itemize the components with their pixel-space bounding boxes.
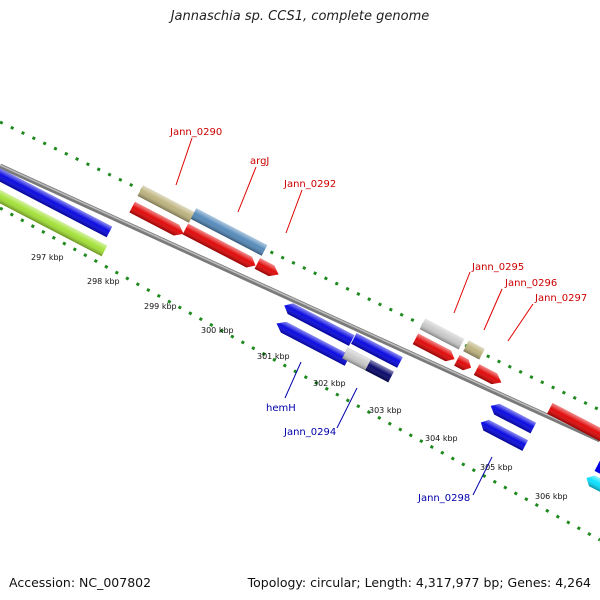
gene-cyan-right[interactable] <box>584 473 600 499</box>
forward-gene-labels: Jann_0290 argJ Jann_0292 Jann_0295 Jann_… <box>169 127 587 342</box>
kbp-label: 300 kbp <box>201 326 234 335</box>
gene-jann-0298[interactable] <box>478 417 528 451</box>
leader-line <box>472 456 493 496</box>
gene-jann-0294[interactable] <box>342 347 394 383</box>
gene-red-4[interactable] <box>454 354 474 373</box>
leader-line <box>453 271 471 314</box>
gene-label-hemh[interactable]: hemH <box>266 403 296 414</box>
leader-line <box>237 166 257 213</box>
genome-backbone <box>0 163 600 443</box>
reverse-gene-labels: hemH Jann_0294 Jann_0298 <box>266 361 493 504</box>
kbp-labels: 297 kbp 298 kbp 299 kbp 300 kbp 301 kbp … <box>31 253 568 501</box>
leader-line <box>284 361 302 399</box>
gene-red-1[interactable] <box>129 201 186 239</box>
gene-label-argj[interactable]: argJ <box>250 156 269 167</box>
leader-line <box>175 137 193 186</box>
gene-red-3[interactable] <box>412 333 458 365</box>
gene-jann-0290[interactable] <box>137 185 195 223</box>
gene-blue-3[interactable] <box>488 401 537 434</box>
leader-line <box>336 387 358 429</box>
inner-tick-track <box>0 206 600 542</box>
gene-label-jann-0295[interactable]: Jann_0295 <box>471 262 524 273</box>
genome-backbone-highlight <box>0 164 600 440</box>
kbp-label: 297 kbp <box>31 253 64 262</box>
gene-lime-left[interactable] <box>0 180 108 257</box>
gene-label-jann-0292[interactable]: Jann_0292 <box>283 179 336 190</box>
forward-features <box>129 185 600 448</box>
gene-blue-2[interactable] <box>351 333 403 368</box>
gene-blue-left[interactable] <box>0 163 113 238</box>
kbp-label: 301 kbp <box>257 352 290 361</box>
kbp-label: 305 kbp <box>480 463 513 472</box>
reverse-features <box>0 163 600 499</box>
gene-label-jann-0296[interactable]: Jann_0296 <box>504 278 557 289</box>
kbp-label: 299 kbp <box>144 302 177 311</box>
gene-label-jann-0294[interactable]: Jann_0294 <box>283 427 336 438</box>
kbp-label: 304 kbp <box>425 434 458 443</box>
gene-label-jann-0290[interactable]: Jann_0290 <box>169 127 222 138</box>
accession-text: Accession: NC_007802 <box>9 575 152 590</box>
kbp-label: 303 kbp <box>369 406 402 415</box>
gene-blue-1[interactable] <box>282 300 355 346</box>
gene-red-5[interactable] <box>547 402 600 448</box>
gene-label-jann-0297[interactable]: Jann_0297 <box>534 293 587 304</box>
leader-line <box>285 189 303 234</box>
genome-summary-text: Topology: circular; Length: 4,317,977 bp… <box>247 575 591 590</box>
kbp-label: 302 kbp <box>313 379 346 388</box>
leader-line <box>507 303 534 342</box>
gene-blue-edge[interactable] <box>594 460 600 476</box>
outer-tick-track <box>0 120 600 412</box>
gene-jann-0297[interactable] <box>473 364 504 388</box>
map-title: Jannaschia sp. CCS1, complete genome <box>170 9 430 24</box>
kbp-label: 306 kbp <box>535 492 568 501</box>
leader-line <box>483 288 503 331</box>
gene-label-jann-0298[interactable]: Jann_0298 <box>417 493 470 504</box>
gene-red-2[interactable] <box>182 223 259 271</box>
gene-argj[interactable] <box>190 208 268 256</box>
gene-jann-0295[interactable] <box>419 318 465 350</box>
gene-hemh[interactable] <box>274 318 351 366</box>
gene-jann-0296[interactable] <box>463 340 485 360</box>
gene-jann-0292[interactable] <box>254 258 282 280</box>
kbp-label: 298 kbp <box>87 277 120 286</box>
